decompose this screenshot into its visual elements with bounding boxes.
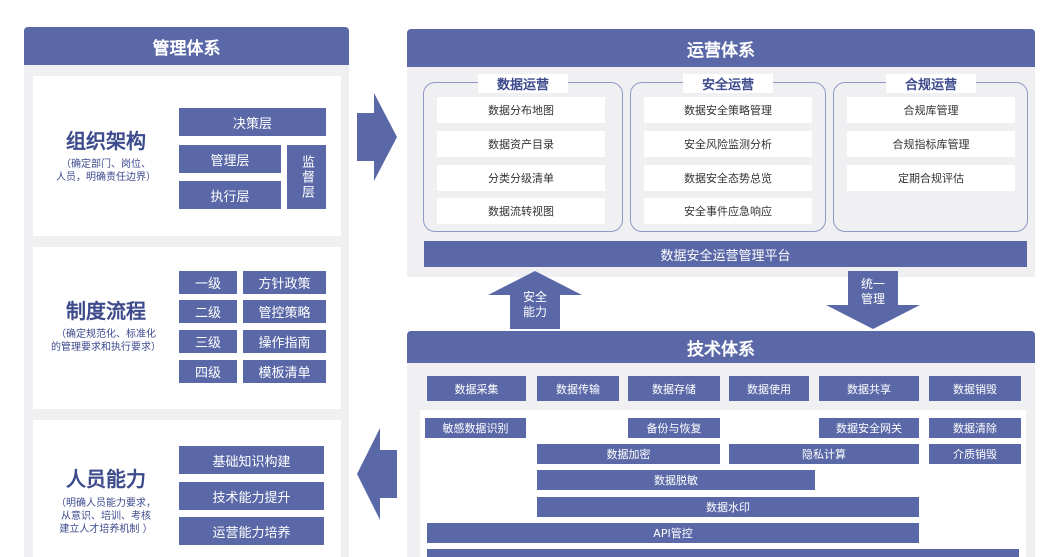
tech-header-label: 技术体系 — [687, 339, 755, 360]
people-subtitle: （明确人员能力要求， 从意识、培训、考核 建立人才培养机制 ） — [36, 497, 176, 536]
arrow-up-label-line-1: 安全 — [522, 290, 547, 304]
level-3: 三级 — [179, 330, 237, 353]
supervision-layer: 监督层 — [287, 145, 326, 209]
security-ops-item-2: 安全风险监测分析 — [644, 131, 812, 157]
ops-header: 运营体系 — [407, 29, 1035, 67]
data-encrypt: 数据加密 — [537, 444, 720, 464]
people-item-2: 技术能力提升 — [179, 482, 324, 510]
data-watermark: 数据水印 — [537, 497, 919, 517]
people-item-1: 基础知识构建 — [179, 446, 324, 474]
policy-3: 操作指南 — [243, 330, 326, 353]
org-title: 组织架构 — [66, 129, 146, 153]
management-layer: 管理层 — [179, 145, 281, 173]
data-ops-item-3: 分类分级清单 — [437, 165, 605, 191]
process-subtitle: （确定规范化、标准化 的管理要求和执行要求） — [36, 328, 176, 354]
people-subtitle-line-3: 建立人才培养机制 ） — [59, 524, 153, 535]
security-ops-item-3: 数据安全态势总览 — [644, 165, 812, 191]
data-clear: 数据清除 — [929, 418, 1021, 438]
media-destroy: 介质销毁 — [929, 444, 1021, 464]
process-title: 制度流程 — [66, 299, 146, 323]
level-1: 一级 — [179, 271, 237, 294]
lifecycle-3: 数据存储 — [628, 376, 720, 401]
mgmt-header-label: 管理体系 — [152, 38, 221, 59]
execution-layer: 执行层 — [179, 181, 281, 209]
mgmt-header: 管理体系 — [24, 27, 349, 65]
arrow-up-label-line-2: 能力 — [522, 305, 547, 319]
people-subtitle-line-1: （明确人员能力要求， — [56, 498, 156, 509]
compliance-ops-item-1: 合规库管理 — [847, 97, 1015, 123]
group-compliance-ops-title: 合规运营 — [886, 74, 976, 93]
cut-off-bar — [427, 549, 1019, 557]
lifecycle-2: 数据传输 — [537, 376, 619, 401]
security-ops-item-1: 数据安全策略管理 — [644, 97, 812, 123]
lifecycle-6: 数据销毁 — [929, 376, 1021, 401]
level-2: 二级 — [179, 300, 237, 323]
policy-2: 管控策略 — [243, 300, 326, 323]
arrow-right-icon — [357, 93, 397, 181]
lifecycle-5: 数据共享 — [819, 376, 919, 401]
policy-1: 方针政策 — [243, 271, 326, 294]
arrow-down-label-line-2: 管理 — [860, 292, 885, 306]
arrow-down-label: 统一 管理 — [848, 277, 898, 307]
data-ops-item-4: 数据流转视图 — [437, 198, 605, 224]
api-control: API管控 — [427, 523, 919, 543]
arrow-down-icon — [826, 271, 920, 329]
level-4: 四级 — [179, 360, 237, 383]
backup-restore: 备份与恢复 — [628, 418, 720, 438]
compliance-ops-item-3: 定期合规评估 — [847, 165, 1015, 191]
arrow-up-icon — [488, 271, 582, 329]
data-ops-item-2: 数据资产目录 — [437, 131, 605, 157]
decision-layer: 决策层 — [179, 108, 326, 136]
people-title: 人员能力 — [66, 467, 146, 491]
lifecycle-1: 数据采集 — [427, 376, 526, 401]
process-subtitle-line-2: 的管理要求和执行要求） — [51, 342, 161, 353]
process-subtitle-line-1: （确定规范化、标准化 — [56, 329, 156, 340]
tech-header: 技术体系 — [407, 331, 1035, 363]
security-ops-item-4: 安全事件应急响应 — [644, 198, 812, 224]
lifecycle-4: 数据使用 — [729, 376, 809, 401]
supervision-layer-label: 监督层 — [299, 154, 314, 200]
arrow-up-label: 安全 能力 — [510, 290, 560, 320]
security-gateway: 数据安全网关 — [819, 418, 919, 438]
people-subtitle-line-2: 从意识、培训、考核 — [61, 511, 151, 522]
org-subtitle-line-1: （确定部门、岗位、 — [61, 159, 151, 170]
group-security-ops-title: 安全运营 — [683, 74, 773, 93]
sensitive-data-id: 敏感数据识别 — [425, 418, 526, 438]
compliance-ops-item-2: 合规指标库管理 — [847, 131, 1015, 157]
data-desensitize: 数据脱敏 — [537, 470, 815, 490]
privacy-compute: 隐私计算 — [729, 444, 919, 464]
org-subtitle-line-2: 人员，明确责任边界） — [56, 172, 156, 183]
org-subtitle: （确定部门、岗位、 人员，明确责任边界） — [36, 158, 176, 184]
people-item-3: 运营能力培养 — [179, 517, 324, 545]
ops-header-label: 运营体系 — [687, 40, 755, 61]
arrow-down-label-line-1: 统一 — [860, 277, 885, 291]
data-ops-item-1: 数据分布地图 — [437, 97, 605, 123]
ops-platform-bar: 数据安全运营管理平台 — [424, 241, 1027, 267]
arrow-left-icon — [357, 428, 397, 520]
group-data-ops-title: 数据运营 — [478, 74, 568, 93]
policy-4: 模板清单 — [243, 360, 326, 383]
